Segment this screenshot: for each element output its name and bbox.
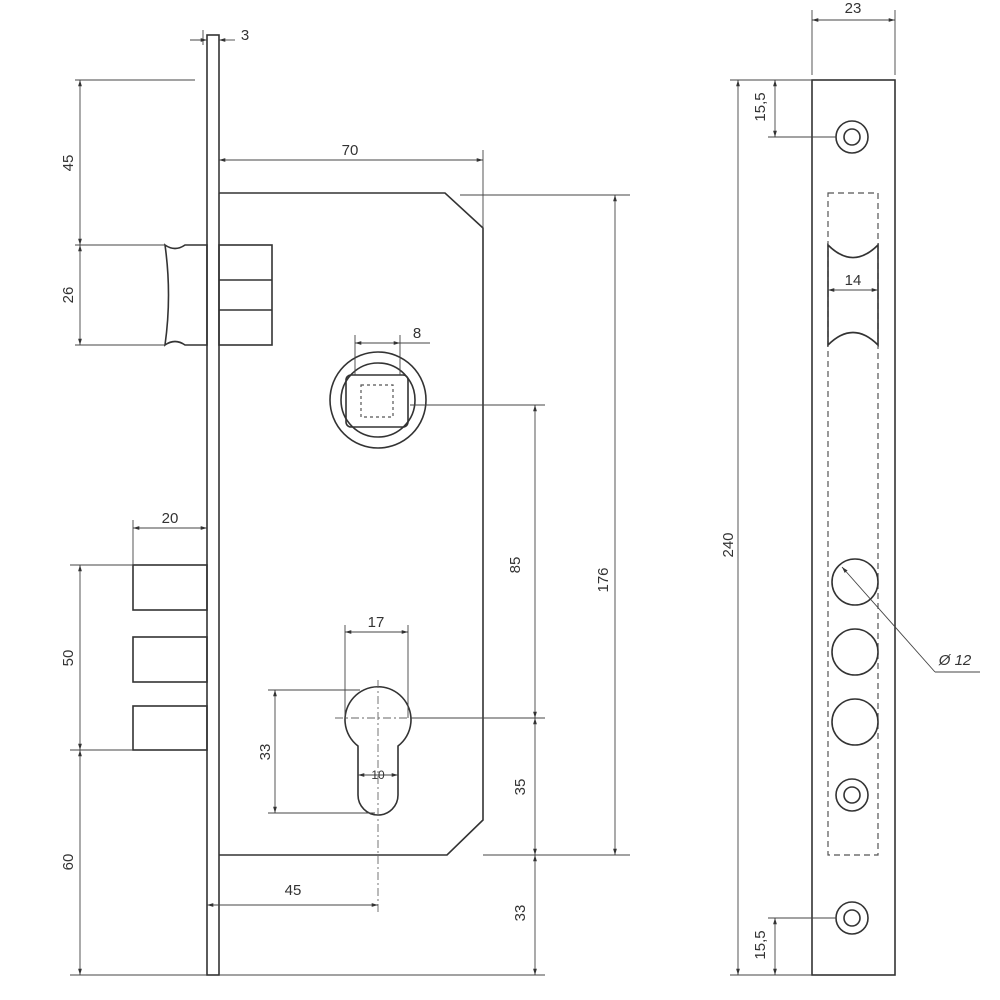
dim-cylinder-backset: 45 <box>285 882 302 899</box>
dim-hole-diameter: Ø 12 <box>938 652 972 669</box>
dim-latch-height: 26 <box>60 287 77 304</box>
front-view <box>70 30 630 976</box>
dim-faceplate-length: 240 <box>720 532 737 557</box>
screw-hole-top <box>835 120 869 154</box>
latch-slot <box>827 243 879 347</box>
latch-bolt <box>163 243 273 347</box>
dim-case-bottom-to-end: 33 <box>512 905 529 922</box>
screw-hole-mid <box>835 778 869 812</box>
faceplate-view <box>730 10 980 976</box>
dim-bottom-offset: 60 <box>60 854 77 871</box>
dimension-labels: 3 45 26 70 8 20 50 60 176 85 17 33 10 35… <box>60 0 972 960</box>
dead-bolts <box>132 564 208 751</box>
dim-screw-bottom-offset: 15,5 <box>752 930 769 959</box>
dim-faceplate-thickness: 3 <box>241 27 249 44</box>
dim-backset: 70 <box>342 142 359 159</box>
dim-cylinder-stem: 10 <box>371 768 385 782</box>
case-outline-hidden <box>827 192 879 856</box>
bolt-hole <box>831 698 879 746</box>
dimension-lines <box>70 30 630 976</box>
dim-spindle-to-cylinder: 85 <box>507 557 524 574</box>
dim-slot-width: 14 <box>845 272 862 289</box>
dim-case-height: 176 <box>595 567 612 592</box>
dim-cylinder-width: 17 <box>368 614 385 631</box>
dim-bolt-top-offset: 45 <box>60 155 77 172</box>
dim-screw-top-offset: 15,5 <box>752 92 769 121</box>
spindle-hub <box>329 351 427 449</box>
dim-cylinder-height: 33 <box>257 744 274 761</box>
bolt-hole <box>831 628 879 676</box>
faceplate <box>811 79 896 976</box>
dim-spindle-square: 8 <box>413 325 421 342</box>
dim-deadbolt-height: 50 <box>60 650 77 667</box>
dim-faceplate-width: 23 <box>845 0 862 17</box>
lock-case <box>219 192 484 856</box>
cylinder-hole <box>335 680 425 915</box>
bolt-hole <box>831 558 879 606</box>
faceplate-side <box>206 34 220 976</box>
screw-hole-bottom <box>835 901 869 935</box>
dim-cylinder-to-bottom: 35 <box>512 779 529 796</box>
dim-deadbolt-projection: 20 <box>162 510 179 527</box>
